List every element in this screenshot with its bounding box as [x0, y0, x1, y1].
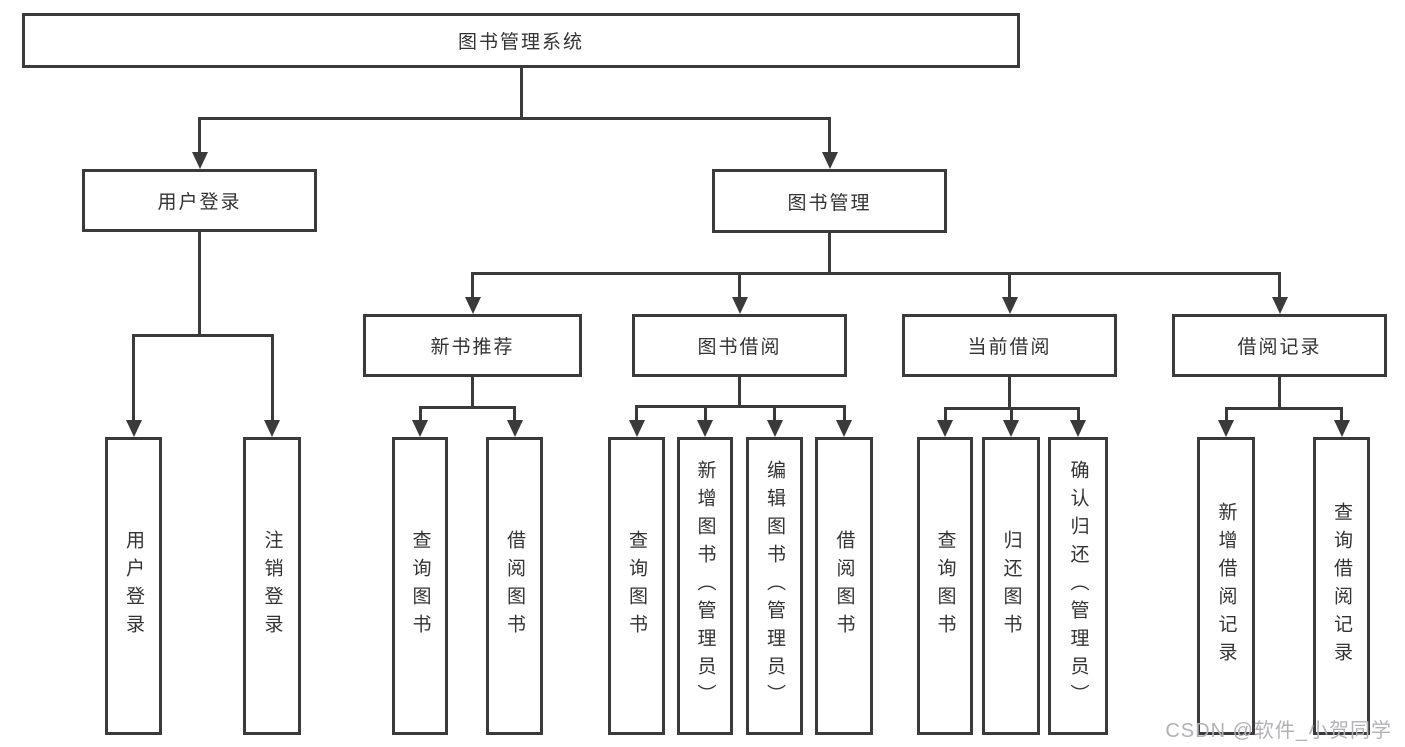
node-leaf-br-add-record: 新增借阅记录 — [1197, 437, 1255, 735]
node-leaf-bb-edit-books: 编辑图书（管理员） — [746, 437, 803, 735]
connector-line — [738, 377, 741, 406]
node-label: 图书管理 — [787, 192, 872, 214]
node-label: 查询图书 — [626, 530, 647, 642]
arrow-down-icon — [1001, 297, 1018, 314]
connector-line — [471, 273, 474, 302]
connector-line — [773, 406, 776, 425]
connector-line — [1008, 377, 1011, 408]
node-book-borrowing: 图书借阅 — [632, 314, 847, 377]
connector-line — [132, 333, 274, 337]
connector-line — [842, 406, 846, 425]
connector-line — [1224, 408, 1228, 425]
node-label: 借阅图书 — [504, 530, 525, 642]
connector-line — [828, 118, 831, 157]
node-leaf-rec-borrow-books: 借阅图书 — [486, 437, 543, 735]
connector-line — [198, 232, 201, 335]
node-label: 确认归还（管理员） — [1067, 460, 1089, 712]
connector-line — [635, 406, 638, 425]
node-label: 图书借阅 — [697, 337, 782, 358]
node-label: 当前借阅 — [967, 337, 1052, 358]
connector-line — [1008, 273, 1011, 302]
arrow-down-icon — [937, 420, 953, 437]
node-book-management: 图书管理 — [712, 169, 947, 233]
connector-line — [703, 406, 707, 425]
connector-line — [1076, 408, 1080, 425]
node-leaf-cb-confirm-return: 确认归还（管理员） — [1048, 437, 1108, 735]
node-root: 图书管理系统 — [22, 13, 1020, 68]
node-label: 借阅图书 — [833, 530, 855, 642]
node-current-borrowing: 当前借阅 — [902, 314, 1117, 377]
connector-line — [1278, 273, 1281, 302]
arrow-down-icon — [697, 420, 713, 437]
node-leaf-logout: 注销登录 — [243, 437, 301, 735]
connector-line — [635, 404, 846, 408]
arrow-down-icon — [464, 297, 481, 314]
arrow-down-icon — [412, 420, 428, 437]
node-new-book-recommend: 新书推荐 — [363, 314, 582, 377]
connector-line — [943, 408, 947, 425]
node-label: 查询借阅记录 — [1331, 502, 1352, 670]
arrow-down-icon — [1333, 420, 1350, 437]
node-user-login: 用户登录 — [82, 169, 317, 232]
connector-line — [198, 118, 201, 157]
connector-line — [1224, 406, 1343, 410]
arrow-down-icon — [1070, 420, 1086, 437]
connector-line — [828, 233, 831, 273]
connector-line — [943, 406, 1080, 410]
node-label: 用户登录 — [123, 530, 144, 642]
node-leaf-cb-query-books: 查询图书 — [917, 437, 973, 735]
arrow-down-icon — [836, 420, 852, 437]
connector-line — [270, 335, 274, 425]
node-leaf-bb-query-books: 查询图书 — [608, 437, 665, 735]
node-leaf-cb-return-books: 归还图书 — [982, 437, 1040, 735]
connector-line — [198, 116, 831, 120]
node-leaf-rec-query-books: 查询图书 — [392, 437, 448, 735]
node-leaf-user-login: 用户登录 — [105, 437, 162, 735]
arrow-down-icon — [1271, 297, 1288, 314]
node-leaf-br-query-record: 查询借阅记录 — [1313, 437, 1370, 735]
node-leaf-bb-add-books: 新增图书（管理员） — [677, 437, 733, 735]
connector-line — [519, 68, 523, 118]
node-label: 编辑图书（管理员） — [764, 460, 785, 712]
node-label: 归还图书 — [1000, 530, 1022, 642]
arrow-down-icon — [191, 152, 208, 169]
arrow-down-icon — [766, 420, 783, 437]
arrow-down-icon — [506, 420, 523, 437]
node-label: 查询图书 — [934, 530, 956, 642]
connector-line — [1340, 408, 1343, 425]
connector-line — [738, 273, 741, 302]
arrow-down-icon — [821, 152, 838, 169]
connector-line — [1009, 408, 1013, 425]
arrow-down-icon — [628, 420, 645, 437]
arrow-down-icon — [264, 420, 280, 437]
connector-line — [132, 335, 135, 425]
connector-line — [1278, 377, 1281, 408]
connector-line — [418, 407, 422, 425]
node-label: 借阅记录 — [1237, 337, 1322, 358]
node-label: 注销登录 — [261, 530, 283, 642]
node-leaf-bb-borrow-books: 借阅图书 — [815, 437, 873, 735]
connector-line — [418, 405, 516, 409]
node-borrowing-records: 借阅记录 — [1172, 314, 1387, 377]
node-label: 新书推荐 — [430, 337, 515, 358]
node-label: 查询图书 — [409, 530, 431, 642]
connector-line — [471, 271, 1281, 275]
node-label: 图书管理系统 — [457, 32, 584, 53]
node-label: 用户登录 — [157, 192, 242, 213]
connector-line — [513, 407, 516, 425]
connector-line — [471, 377, 474, 407]
arrow-down-icon — [731, 297, 748, 314]
arrow-down-icon — [1003, 420, 1019, 437]
arrow-down-icon — [125, 420, 142, 437]
node-label: 新增借阅记录 — [1215, 502, 1237, 670]
node-label: 新增图书（管理员） — [694, 460, 716, 712]
arrow-down-icon — [1218, 420, 1234, 437]
